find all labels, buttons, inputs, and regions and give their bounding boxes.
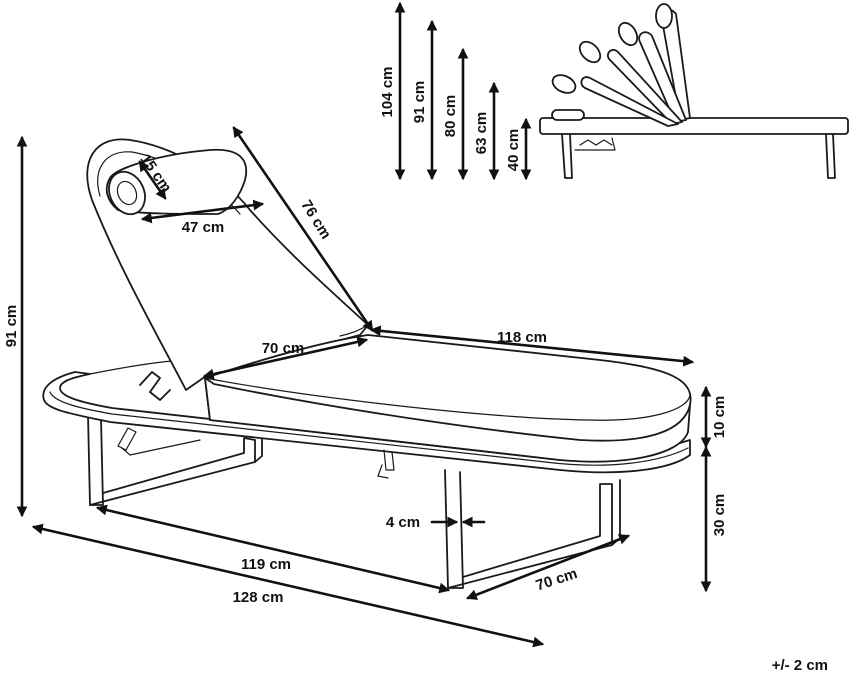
label-back-40: 40 cm [505, 129, 522, 172]
tolerance-note: +/- 2 cm [772, 657, 828, 674]
label-headrest-back: 76 cm [297, 197, 334, 242]
label-seat-height: 30 cm [711, 494, 728, 537]
dim-pillow-height [138, 160, 167, 200]
right-leg-frame [444, 469, 621, 589]
back-position-lines [551, 3, 691, 127]
dim-headrest-back [232, 126, 374, 332]
dim-seat-width [202, 336, 369, 380]
label-cushion-thickness: 10 cm [711, 396, 728, 439]
dim-pillow-width [140, 199, 265, 224]
label-back-104: 104 cm [379, 67, 396, 118]
label-leg-width: 4 cm [386, 514, 420, 531]
label-seat-width: 70 cm [262, 340, 305, 357]
label-length-top: 118 cm [497, 329, 547, 346]
label-back-80: 80 cm [442, 95, 459, 138]
dim-base-width [465, 534, 631, 600]
tray-frame [42, 358, 691, 474]
label-overall-length: 128 cm [233, 589, 284, 606]
dimension-lines [16, 1, 712, 648]
dim-length-top [369, 325, 695, 367]
sun-lounger-drawing [42, 138, 692, 589]
label-back-63: 63 cm [473, 112, 490, 155]
recline-positions-view [539, 3, 849, 179]
label-back-91: 91 cm [411, 81, 428, 124]
label-pillow-width: 47 cm [182, 219, 225, 236]
dim-overall-length [31, 523, 545, 648]
label-total-height: 91 cm [3, 305, 20, 348]
back-adjuster [117, 371, 395, 479]
label-leg-span: 119 cm [241, 556, 291, 573]
